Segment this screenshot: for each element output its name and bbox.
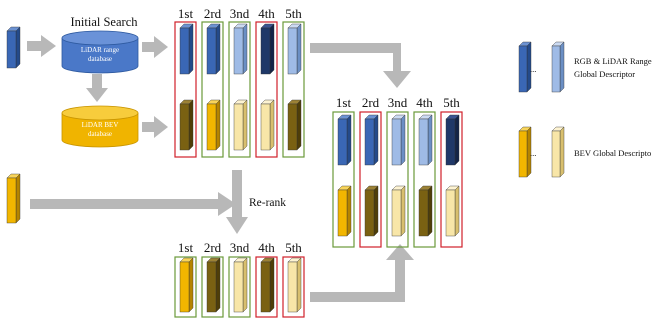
result-frame-3 — [386, 111, 409, 248]
lidar-range-database: LiDAR range database — [61, 30, 139, 74]
range-descriptor-1 — [337, 114, 352, 166]
bev-descriptor-1 — [179, 257, 194, 313]
result-frame-4 — [413, 111, 436, 248]
bev-descriptor-4 — [260, 257, 275, 313]
rank-label-4: 4th — [416, 95, 433, 110]
arrow-bev-query-to-bev-results — [30, 192, 236, 216]
bev-descriptor-3 — [233, 99, 248, 151]
legend-range-label-line1: RGB & LiDAR Range — [574, 56, 652, 66]
arrow-bev-results-to-reranked — [310, 244, 414, 302]
result-frame-3 — [228, 21, 251, 158]
query-bev-bar — [6, 173, 21, 224]
range-descriptor-4 — [418, 114, 433, 166]
result-frame-1 — [174, 256, 197, 318]
reranked-top5-results: 1st 2rd 3nd 4th 5th — [332, 95, 463, 248]
bev-descriptor-1 — [337, 185, 352, 237]
range-descriptor-2 — [206, 23, 221, 75]
arrow-results-to-reranked — [310, 43, 411, 88]
bev-descriptor-4 — [260, 99, 275, 151]
legend-range-label-line2: Global Descriptor — [574, 69, 635, 79]
rank-label-2: 2rd — [204, 240, 222, 255]
range-descriptor-3 — [233, 23, 248, 75]
lidar-bev-db-label-line2: database — [88, 130, 112, 138]
query-range-bar — [6, 26, 21, 69]
rank-label-4: 4th — [258, 6, 275, 21]
result-frame-2 — [201, 256, 224, 318]
result-frame-1 — [332, 111, 355, 248]
result-frame-5 — [282, 21, 305, 158]
query-bev-descriptor — [6, 173, 21, 224]
lidar-range-db-label-line2: database — [88, 55, 112, 63]
result-frame-2 — [359, 111, 382, 248]
query-range-descriptor — [6, 26, 21, 69]
lidar-range-db-label-line1: LiDAR range — [81, 46, 119, 54]
rank-label-5: 5th — [285, 6, 302, 21]
rank-label-5: 5th — [443, 95, 460, 110]
bev-descriptor-3 — [391, 185, 406, 237]
bev-descriptor-3 — [233, 257, 248, 313]
range-descriptor-3 — [391, 114, 406, 166]
initial-search-title: Initial Search — [71, 15, 139, 29]
range-descriptor-2 — [364, 114, 379, 166]
arrow-query-to-range-db — [27, 35, 56, 57]
legend-range-ellipsis: ... — [530, 64, 536, 74]
rank-label-2: 2rd — [204, 6, 222, 21]
bev-descriptor-1 — [179, 99, 194, 151]
bev-descriptor-2 — [206, 257, 221, 313]
bev-descriptor-5 — [287, 99, 302, 151]
rank-label-5: 5th — [285, 240, 302, 255]
result-frame-1 — [174, 21, 197, 158]
result-frame-4 — [255, 21, 278, 158]
bev-descriptor-2 — [206, 99, 221, 151]
flow-arrows — [27, 35, 414, 302]
bev-top5-results: 1st 2rd 3nd 4th 5th — [174, 240, 305, 318]
result-frame-5 — [282, 256, 305, 318]
rank-label-2: 2rd — [362, 95, 380, 110]
range-descriptor-1 — [179, 23, 194, 75]
bev-descriptor-2 — [364, 185, 379, 237]
lidar-bev-database: LiDAR BEV database — [61, 105, 139, 148]
rank-label-3: 3nd — [230, 6, 250, 21]
legend-bar-b — [551, 41, 565, 93]
range-descriptor-4 — [260, 23, 275, 75]
legend-bar-b — [551, 126, 565, 178]
result-frame-4 — [255, 256, 278, 318]
arrow-range-db-to-results — [142, 36, 168, 58]
legend-bev-ellipsis: ... — [530, 148, 536, 158]
rank-label-1: 1st — [178, 240, 194, 255]
bev-descriptor-5 — [445, 185, 460, 237]
legend-bar-a — [518, 41, 532, 93]
legend-range-entry — [518, 41, 565, 93]
result-frame-5 — [440, 111, 463, 248]
lidar-bev-db-label-line1: LiDAR BEV — [82, 121, 119, 129]
legend-bar-a — [518, 126, 532, 178]
rank-label-1: 1st — [178, 6, 194, 21]
arrow-range-db-to-bev-db — [86, 74, 108, 102]
result-frame-2 — [201, 21, 224, 158]
rerank-label: Re-rank — [249, 197, 286, 209]
legend: RGB & LiDAR Range Global Descriptor ... … — [518, 41, 652, 178]
rank-label-1: 1st — [336, 95, 352, 110]
initial-top5-results: 1st 2rd 3nd 4th 5th — [174, 6, 305, 158]
rank-label-4: 4th — [258, 240, 275, 255]
rank-label-3: 3nd — [388, 95, 408, 110]
arrow-bev-db-to-results — [142, 116, 168, 138]
legend-bev-entry — [518, 126, 565, 178]
arrow-rerank-down — [226, 170, 248, 234]
range-descriptor-5 — [287, 23, 302, 75]
bev-descriptor-4 — [418, 185, 433, 237]
bev-descriptor-5 — [287, 257, 302, 313]
range-descriptor-5 — [445, 114, 460, 166]
result-frame-3 — [228, 256, 251, 318]
rank-label-3: 3nd — [230, 240, 250, 255]
legend-bev-label: BEV Global Descripto — [574, 148, 651, 158]
